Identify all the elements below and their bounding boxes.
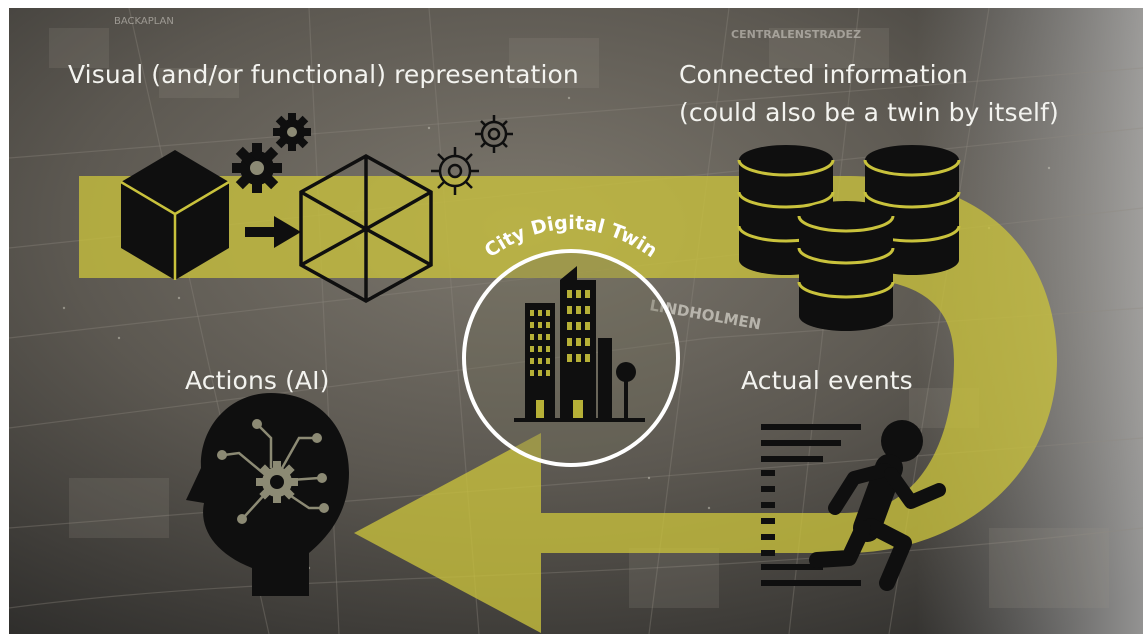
connected-information-label-line1: Connected information	[679, 60, 968, 89]
gear-icon-small	[273, 113, 311, 151]
speed-lines	[761, 424, 861, 586]
gears-outline-icon	[431, 115, 513, 195]
arrow-right-icon	[245, 216, 301, 248]
city-digital-twin-node: City Digital Twin	[462, 212, 680, 467]
ai-head-icon	[186, 393, 349, 596]
ai-gear	[256, 461, 298, 503]
connected-information-label-line2: (could also be a twin by itself)	[679, 98, 1059, 127]
digital-twin-diagram: City Digital Twin	[79, 113, 1057, 633]
wireframe-cube-icon	[299, 153, 433, 304]
gear-icon-large	[232, 143, 282, 193]
gears-icon	[232, 113, 311, 193]
map-label-centralen: CENTRALENSTRADEZ	[731, 28, 861, 41]
visual-representation-label: Visual (and/or functional) representatio…	[68, 60, 579, 89]
cube-icon	[120, 150, 230, 280]
actions-ai-label: Actions (AI)	[185, 366, 330, 395]
map-label-backaplan: BACKAPLAN	[114, 16, 174, 27]
slide: BACKAPLAN CENTRALENSTRADEZ LINDHOLMEN	[9, 8, 1143, 634]
database-icon	[737, 145, 961, 331]
building-icon	[514, 266, 645, 422]
database-cylinder-front	[797, 201, 895, 331]
running-person-icon	[761, 420, 946, 591]
actual-events-label: Actual events	[741, 366, 913, 395]
